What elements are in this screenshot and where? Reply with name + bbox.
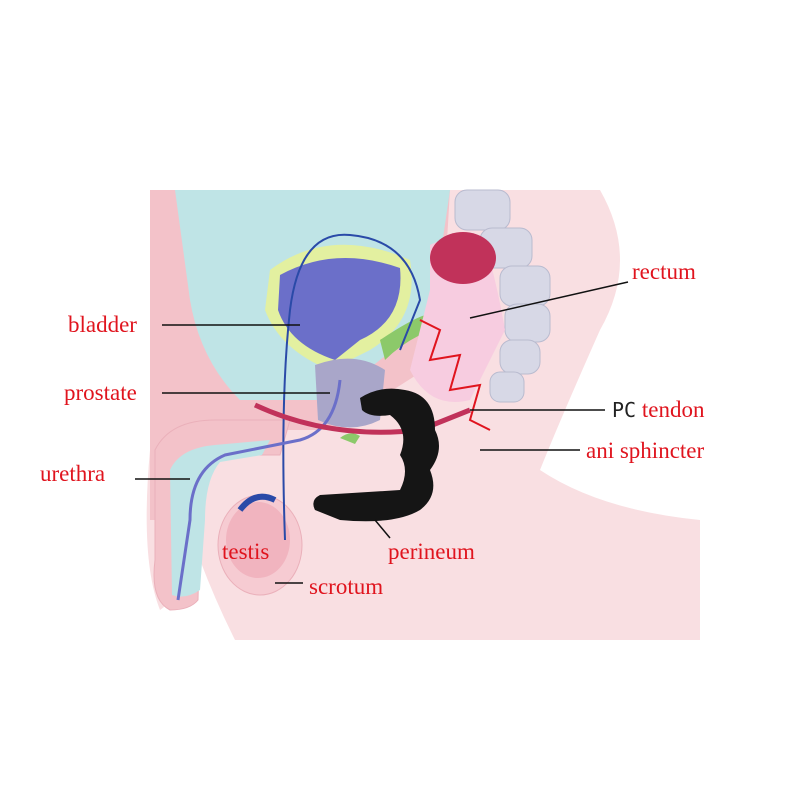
spine [454, 189, 551, 403]
rectum-wall [419, 319, 491, 431]
testis-shape [226, 502, 290, 578]
vas-deferens [282, 233, 422, 541]
label-testis: testis [222, 539, 270, 564]
leader-lines [135, 281, 629, 584]
prostate-massager [313, 388, 439, 522]
label-perineum: perineum [388, 539, 475, 564]
label-scrotum: scrotum [309, 574, 384, 599]
bladder-shape [278, 258, 401, 360]
label-pc: PC [612, 398, 637, 422]
green-gland [340, 433, 360, 444]
label-bladder: bladder [68, 312, 137, 337]
label-urethra: urethra [40, 461, 106, 486]
rectum-top [430, 232, 496, 284]
label-tendon: tendon [641, 397, 705, 422]
epididymis [237, 493, 277, 512]
label-ani-sphincter: ani sphincter [586, 438, 705, 463]
label-rectum: rectum [632, 259, 696, 284]
seminal-vesicle [380, 315, 425, 360]
label-pc-tendon: PC tendon [612, 398, 704, 421]
penis-inner [170, 440, 270, 597]
label-prostate: prostate [64, 380, 137, 405]
urethra-line [176, 379, 342, 601]
